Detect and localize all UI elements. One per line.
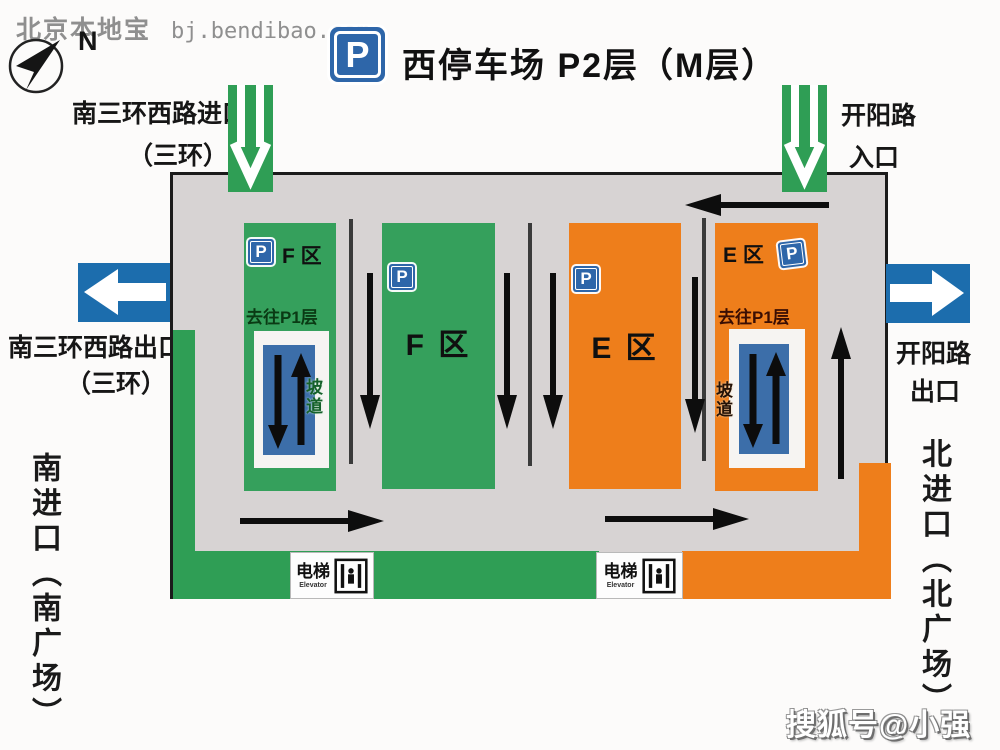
zone-e2-label: E 区 bbox=[723, 244, 764, 267]
zone-f1-label: F 区 bbox=[282, 245, 322, 268]
south-entrance-label: 南进口（南广场） bbox=[27, 452, 60, 732]
parking-sign-border bbox=[575, 268, 597, 290]
lane-strip-green-bottom bbox=[173, 551, 599, 599]
elevator-text: 电梯 Elevator bbox=[604, 563, 638, 589]
flow-arrow-down-icon bbox=[495, 269, 519, 433]
flow-arrow-down-icon bbox=[541, 269, 565, 433]
ramp-note-f: 去往P1层 bbox=[246, 308, 318, 327]
entrance-label-ne-line2: 入口 bbox=[849, 144, 900, 172]
exit-label-ne-line1: 开阳路 bbox=[896, 340, 972, 368]
exit-label-sw-line2: （三环） bbox=[66, 370, 167, 398]
ramp-note-e: 去往P1层 bbox=[718, 308, 790, 327]
ramp-area-e bbox=[729, 329, 805, 468]
parking-sign-letter: P bbox=[255, 242, 267, 261]
right-arrow-icon bbox=[890, 270, 964, 316]
zone-e-ramp: E 区 P 去往P1层 坡道 bbox=[713, 223, 818, 491]
lane-strip-orange-bottom bbox=[682, 551, 891, 599]
exit-arrow-right bbox=[886, 264, 970, 323]
exit-arrow-left bbox=[78, 263, 170, 322]
ramp-lane-f bbox=[263, 345, 315, 455]
elevator-label-en: Elevator bbox=[299, 581, 327, 589]
zone-f2-label: F 区 bbox=[405, 329, 472, 362]
entrance-label-sw-line1: 南三环西路进口 bbox=[72, 100, 248, 128]
entrance-arrow-down-left bbox=[228, 85, 273, 192]
flow-arrow-right-icon bbox=[236, 507, 388, 535]
parking-sign-icon: P bbox=[777, 239, 807, 269]
flow-arrow-down-icon bbox=[358, 269, 382, 433]
parking-sign-border bbox=[391, 266, 413, 288]
compass-north-label: N bbox=[78, 26, 98, 56]
elevator-east: 电梯 Elevator bbox=[596, 552, 683, 599]
entrance-label-ne-line1: 开阳路 bbox=[841, 102, 917, 130]
parking-sign-border bbox=[334, 31, 381, 78]
exit-label-ne-line2: 出口 bbox=[910, 378, 961, 406]
flow-arrow-left-icon bbox=[681, 191, 833, 219]
flow-arrow-right-icon bbox=[601, 505, 753, 533]
north-entrance-label: 北进口（北广场） bbox=[917, 438, 950, 718]
elevator-text: 电梯 Elevator bbox=[296, 563, 330, 589]
exit-label-sw-line1: 南三环西路出口 bbox=[8, 334, 184, 362]
elevator-west: 电梯 Elevator bbox=[290, 552, 374, 599]
entrance-arrow-down-right bbox=[782, 85, 827, 192]
parking-sign-border bbox=[250, 241, 272, 263]
footer-watermark: 搜狐号@小强停车 bbox=[786, 709, 972, 742]
ramp-label-f: 坡道 bbox=[303, 378, 322, 416]
ramp-lane-e bbox=[739, 344, 789, 454]
elevator-label: 电梯 bbox=[296, 561, 330, 581]
flow-arrow-up-icon bbox=[829, 325, 853, 483]
ramp-updown-arrows-icon bbox=[743, 352, 786, 448]
down-arrow-icon bbox=[229, 85, 272, 190]
parking-sign-letter: P bbox=[580, 269, 592, 288]
flow-arrow-down-icon bbox=[683, 273, 707, 437]
parking-sign-letter: P bbox=[785, 243, 799, 264]
parking-sign-icon: P bbox=[573, 266, 599, 292]
parking-sign-icon: P bbox=[330, 27, 385, 82]
parking-sign-letter: P bbox=[345, 33, 370, 75]
lane-strip-green-left bbox=[173, 330, 195, 599]
entrance-label-sw-line2: （三环） bbox=[128, 142, 229, 170]
lane-strip-orange-right bbox=[859, 463, 891, 599]
down-arrow-icon bbox=[783, 85, 826, 190]
parking-sign-letter: P bbox=[396, 267, 408, 286]
elevator-icon bbox=[334, 558, 368, 593]
zone-e-main: P E 区 bbox=[569, 223, 681, 489]
elevator-label-en: Elevator bbox=[606, 581, 635, 589]
lane-divider bbox=[349, 219, 353, 464]
zone-e1-label: E 区 bbox=[591, 332, 659, 365]
parking-sign-icon: P bbox=[389, 264, 415, 290]
lane-divider bbox=[528, 223, 532, 466]
ramp-area-f bbox=[254, 331, 329, 468]
elevator-icon bbox=[641, 558, 676, 593]
ramp-label-e: 坡道 bbox=[713, 381, 732, 419]
left-arrow-icon bbox=[84, 269, 166, 315]
zone-f-main: P F 区 bbox=[382, 223, 495, 489]
zone-f-ramp: P F 区 去往P1层 坡道 bbox=[244, 223, 336, 491]
ramp-updown-arrows-icon bbox=[268, 353, 311, 449]
page-title: 西停车场 P2层（M层） bbox=[402, 47, 778, 85]
compass-icon bbox=[6, 32, 70, 94]
parking-sign-icon: P bbox=[248, 239, 274, 265]
parking-map: P F 区 去往P1层 坡道 P bbox=[170, 172, 891, 599]
elevator-label: 电梯 bbox=[603, 561, 638, 581]
lane-divider bbox=[702, 218, 706, 461]
